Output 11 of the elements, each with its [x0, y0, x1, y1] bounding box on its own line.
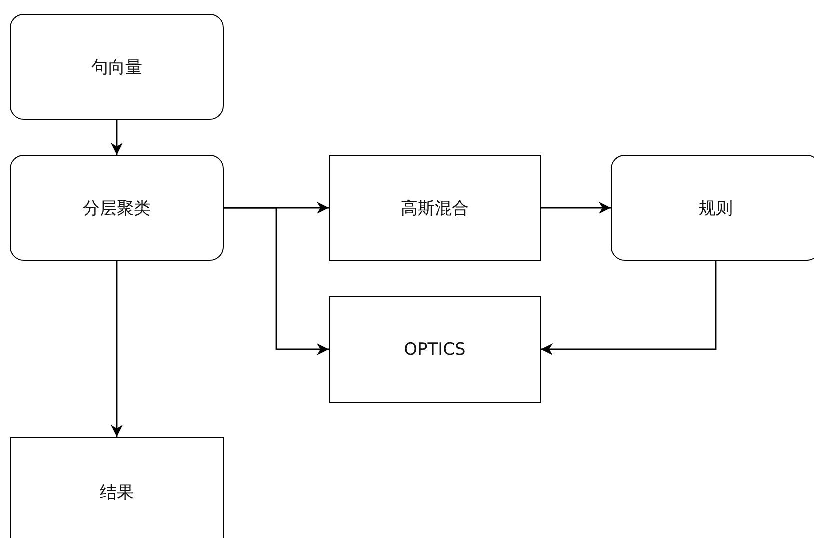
process-box: 结果	[10, 437, 224, 538]
process-box: 分层聚类	[10, 155, 224, 261]
process-box: 高斯混合	[329, 155, 541, 261]
arrow	[541, 261, 717, 356]
arrow	[111, 261, 123, 437]
arrow	[224, 207, 329, 356]
arrow	[111, 120, 123, 155]
process-box: OPTICS	[329, 296, 541, 403]
process-box: 规则	[611, 155, 814, 261]
arrow	[541, 202, 611, 214]
process-box: 句向量	[10, 14, 224, 120]
